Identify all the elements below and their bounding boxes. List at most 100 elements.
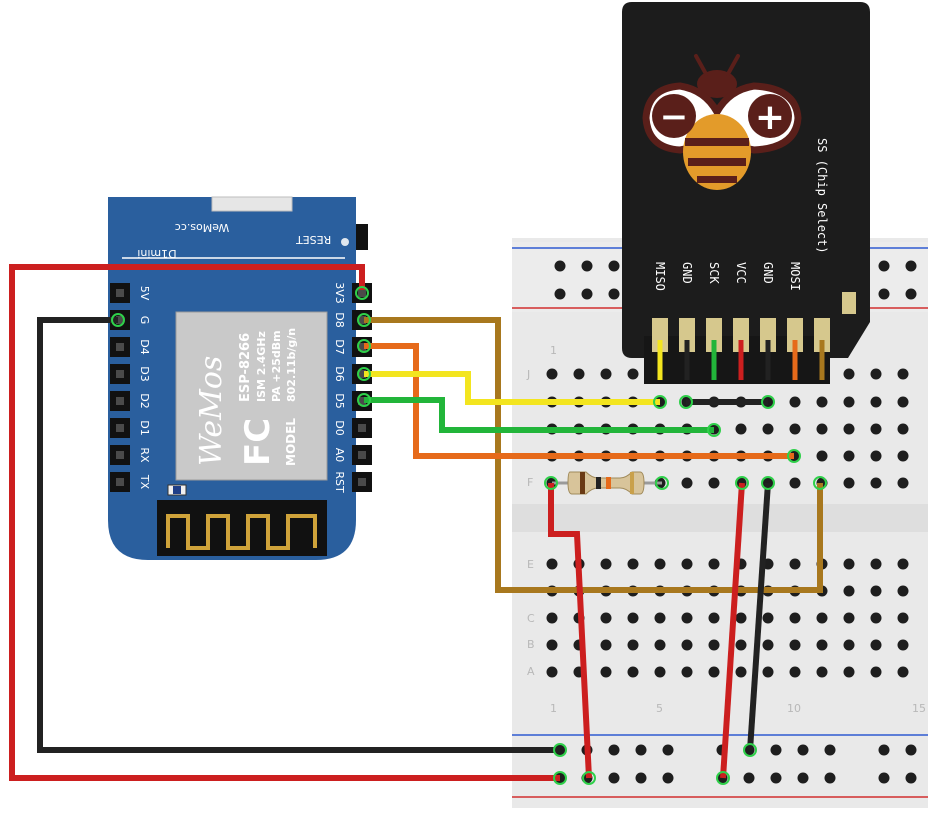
wire-endpoint (582, 771, 596, 785)
breadboard-hole (654, 639, 666, 651)
row-letter-f: F (527, 476, 533, 489)
row-letter-a: A (527, 665, 535, 678)
breadboard-hole (681, 666, 693, 678)
wire-endpoint (735, 476, 749, 490)
breadboard-hole (600, 558, 612, 570)
right-pin (358, 370, 366, 378)
wire-endpoints (111, 286, 827, 785)
right-pin-label: D8 (333, 312, 346, 327)
breadboard-hole (546, 612, 558, 624)
breadboard-hole (816, 639, 828, 651)
sd-side-pad (842, 292, 856, 314)
breadboard-hole (843, 450, 855, 462)
right-pin-label: RST (333, 471, 346, 493)
wire-endpoint (357, 313, 371, 327)
breadboard-labels: J F E C B A 1 1 5 10 15 (526, 344, 926, 715)
sd-pin-label: MOSI (788, 262, 802, 291)
breadboard-hole (897, 396, 909, 408)
brand-label: WeMos.cc (175, 221, 230, 234)
module-freq: ISM 2.4GHz (255, 331, 268, 402)
right-pin-label: D0 (333, 420, 346, 435)
right-pin (358, 316, 366, 324)
breadboard-hole (600, 368, 612, 380)
wire-endpoint (553, 743, 567, 757)
left-pin-label: 5V (138, 286, 151, 301)
rail-hole (581, 288, 593, 300)
rail-hole (878, 744, 890, 756)
wire-endpoint (761, 476, 775, 490)
breadboard-hole (870, 477, 882, 489)
breadboard-hole (816, 423, 828, 435)
breadboard-hole (897, 639, 909, 651)
left-pin-label: D3 (138, 366, 151, 381)
reset-button[interactable] (356, 224, 368, 250)
breadboard-hole (600, 639, 612, 651)
breadboard-hole (600, 666, 612, 678)
rail-hole (608, 744, 620, 756)
left-pin (116, 451, 124, 459)
breadboard-hole (573, 368, 585, 380)
breadboard-hole (708, 477, 720, 489)
breadboard-hole (843, 558, 855, 570)
breadboard-hole (897, 612, 909, 624)
breadboard-hole (897, 585, 909, 597)
breadboard-center-channel (512, 504, 928, 532)
breadboard-hole (843, 477, 855, 489)
rail-hole (662, 744, 674, 756)
right-pin-label: D7 (333, 339, 346, 354)
breadboard-hole (843, 423, 855, 435)
wire-endpoint (787, 449, 801, 463)
breadboard-hole (789, 639, 801, 651)
module-standard: 802.11b/g/n (285, 328, 298, 402)
breadboard-hole (681, 612, 693, 624)
wire-endpoint (653, 395, 667, 409)
wires (9, 264, 827, 785)
bee-body-icon (683, 114, 751, 190)
breadboard-hole (897, 558, 909, 570)
right-pin (358, 289, 366, 297)
wire-endpoint (553, 771, 567, 785)
resistor-band-2 (596, 477, 601, 489)
right-pin (358, 451, 366, 459)
sd-pin-label: VCC (734, 262, 748, 284)
wire-endpoint (707, 423, 721, 437)
left-pin-label: TX (138, 474, 151, 490)
breadboard-hole (816, 612, 828, 624)
breadboard-hole (843, 612, 855, 624)
rail-hole (581, 260, 593, 272)
bee-stripe-1 (685, 138, 749, 146)
breadboard-hole (789, 477, 801, 489)
right-pin-label: D5 (333, 393, 346, 408)
rail-hole (824, 744, 836, 756)
wire-endpoint (716, 771, 730, 785)
rail-hole (878, 288, 890, 300)
left-pin-label: D4 (138, 339, 151, 354)
bee-antenna-right-icon (726, 54, 740, 76)
col-number-10: 10 (787, 702, 801, 715)
rail-hole (554, 288, 566, 300)
wire-d6-yellow (364, 371, 660, 405)
breadboard-hole (816, 666, 828, 678)
rail-hole (770, 772, 782, 784)
wire-endpoint (111, 313, 125, 327)
breadboard-hole (546, 666, 558, 678)
breadboard-hole (654, 612, 666, 624)
rail-hole (905, 260, 917, 272)
bee-antenna-left-icon (694, 54, 708, 76)
wire-d5-green (364, 397, 714, 433)
breadboard-hole (870, 396, 882, 408)
esp-module-text: WeMos FC MODEL ESP-8266 ISM 2.4GHz PA +2… (194, 328, 298, 466)
right-pin (358, 397, 366, 405)
wire-resistor-red (548, 483, 592, 779)
wire-endpoint (655, 476, 669, 490)
sd-pin-pad (814, 318, 830, 352)
left-pin (116, 424, 124, 432)
wire-gnd-black-2 (747, 482, 771, 751)
antenna-trace (166, 514, 317, 550)
breadboard-hole (843, 368, 855, 380)
right-pin (358, 343, 366, 351)
breadboard-hole (870, 585, 882, 597)
breadboard-hole (870, 368, 882, 380)
breadboard-hole (897, 477, 909, 489)
